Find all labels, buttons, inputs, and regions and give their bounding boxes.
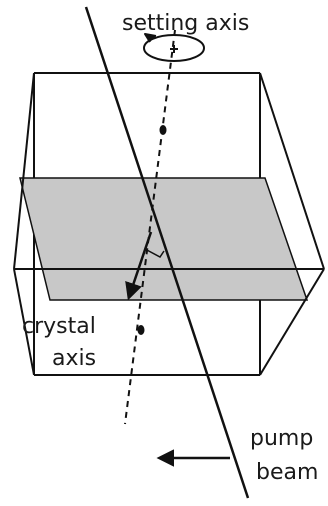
crystal-axis-label-line1: crystal: [22, 314, 96, 339]
crystal-axis-label-line2: axis: [52, 346, 96, 371]
pump-beam-label-line1: pump: [250, 426, 313, 451]
cube-front-face: [13, 72, 325, 376]
rotation-indicator-icon: [143, 33, 205, 62]
axis-dot-lower: [137, 325, 145, 335]
setting-axis-line: [124, 29, 176, 425]
setting-axis-label: setting axis: [122, 11, 249, 36]
right-angle-marker: [144, 248, 165, 258]
pump-beam-label-line2: beam: [256, 460, 318, 485]
pump-beam-line: [84, 6, 250, 499]
axis-dot-upper: [159, 125, 167, 135]
crystal-axis-arrow: [125, 231, 153, 301]
